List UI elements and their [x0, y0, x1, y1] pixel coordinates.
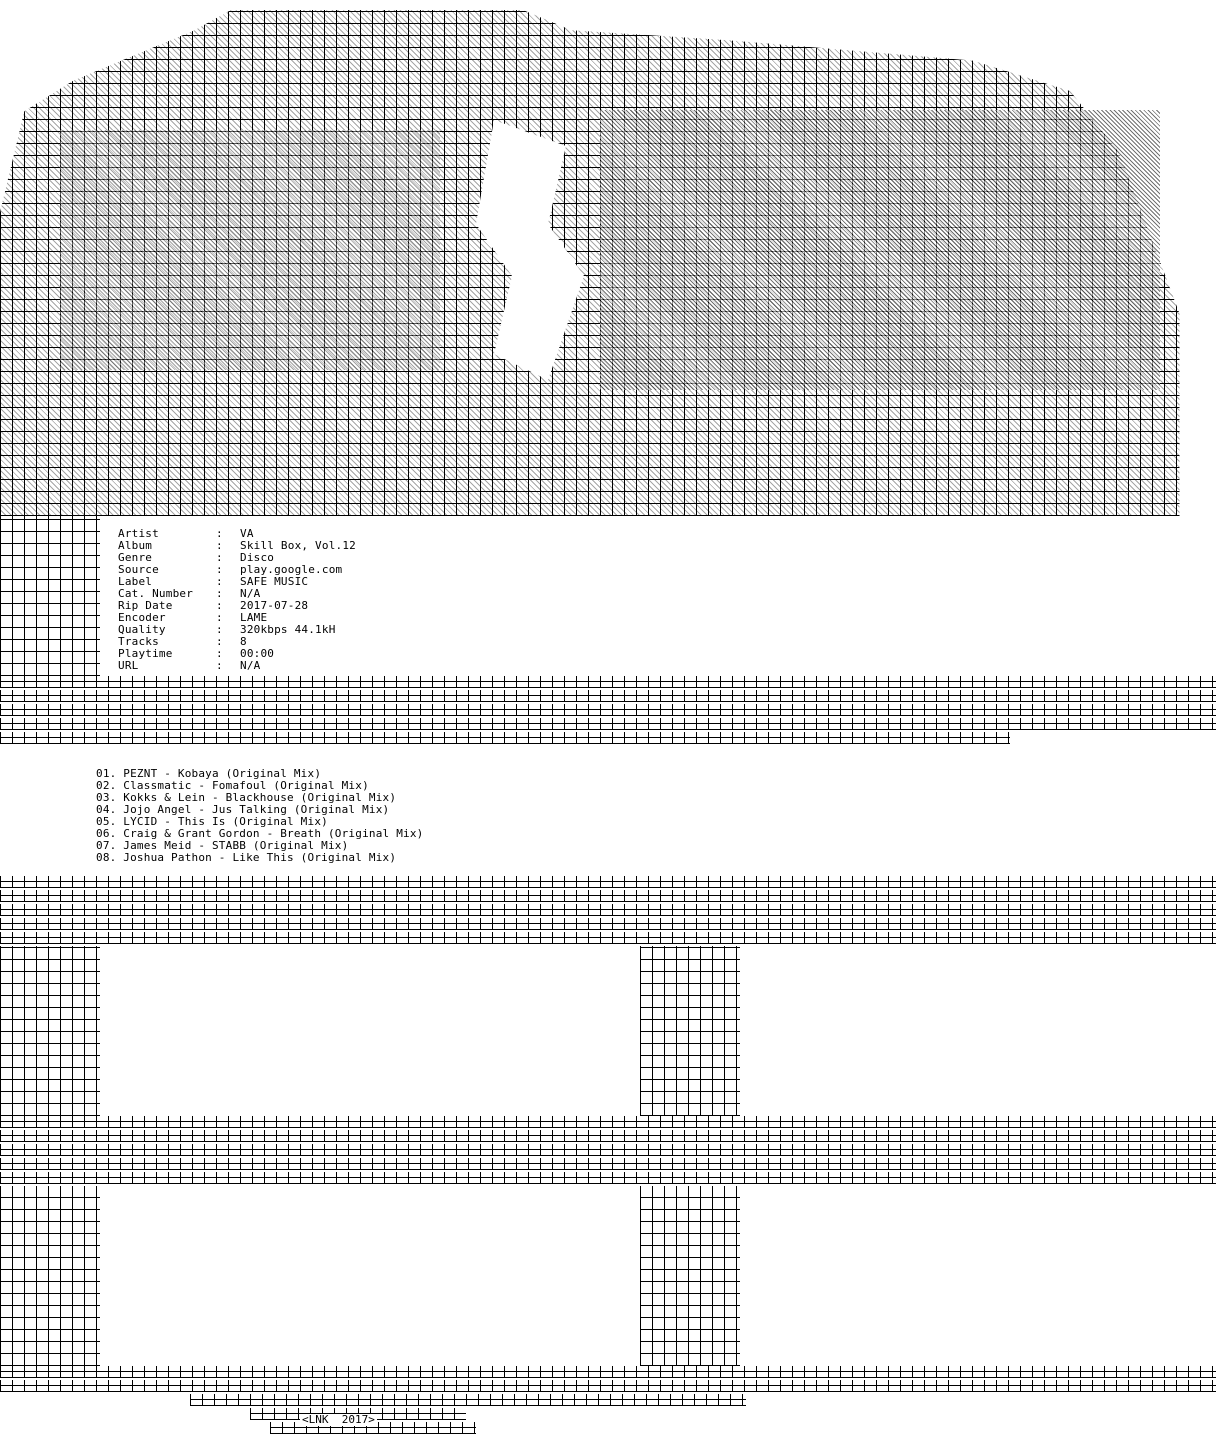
info-value: VA	[240, 527, 254, 540]
info-key: Label	[118, 575, 153, 588]
info-separator: :	[216, 635, 223, 648]
info-frame-left	[0, 516, 100, 676]
footer-signature: <LNK 2017>	[300, 1413, 377, 1426]
info-key: Tracks	[118, 635, 159, 648]
info-row: Album: Skill Box, Vol.12	[118, 540, 356, 552]
info-key: Genre	[118, 551, 153, 564]
info-row: Genre: Disco	[118, 552, 274, 564]
frame-b-top-1	[0, 1116, 1216, 1128]
track-item: 05. LYCID - This Is (Original Mix)	[96, 815, 328, 828]
info-row: Playtime: 00:00	[118, 648, 274, 660]
info-key: Album	[118, 539, 153, 552]
info-row: Label: SAFE MUSIC	[118, 576, 308, 588]
frame-a-top-2	[0, 890, 1216, 902]
info-row: Source: play.google.com	[118, 564, 342, 576]
frame-c-bottom-2	[0, 1380, 1216, 1392]
info-key: Artist	[118, 527, 159, 540]
info-separator: :	[216, 575, 223, 588]
info-value: 320kbps 44.1kH	[240, 623, 336, 636]
frame-b-top-5	[0, 1172, 1216, 1184]
track-item: 04. Jojo Angel - Jus Talking (Original M…	[96, 803, 390, 816]
info-row: Rip Date: 2017-07-28	[118, 600, 308, 612]
info-separator: :	[216, 623, 223, 636]
info-frame-bottom-1	[0, 676, 1216, 688]
info-value: SAFE MUSIC	[240, 575, 309, 588]
info-value: Skill Box, Vol.12	[240, 539, 356, 552]
info-separator: :	[216, 599, 223, 612]
info-separator: :	[216, 563, 223, 576]
frame-a-top-4	[0, 918, 1216, 930]
info-separator: :	[216, 611, 223, 624]
info-separator: :	[216, 587, 223, 600]
info-key: Quality	[118, 623, 166, 636]
frame-b-top-3	[0, 1144, 1216, 1156]
info-frame-bottom-4	[0, 718, 1216, 730]
info-value: 00:00	[240, 647, 275, 660]
info-separator: :	[216, 647, 223, 660]
frame-b-top-4	[0, 1158, 1216, 1170]
info-value: N/A	[240, 587, 261, 600]
frame-b-top-2	[0, 1130, 1216, 1142]
frame-b-left	[0, 1186, 100, 1366]
info-separator: :	[216, 659, 223, 672]
frame-a-left	[0, 946, 100, 1116]
frame-a-top-3	[0, 904, 1216, 916]
track-item: 01. PEZNT - Kobaya (Original Mix)	[96, 767, 322, 780]
info-row: URL: N/A	[118, 660, 260, 672]
ascii-art-shade	[600, 110, 1160, 390]
info-row: Quality: 320kbps 44.1kH	[118, 624, 336, 636]
frame-a-top-1	[0, 876, 1216, 888]
info-frame-bottom-5	[0, 732, 1010, 744]
info-value: LAME	[240, 611, 268, 624]
info-separator: :	[216, 527, 223, 540]
info-value: Disco	[240, 551, 275, 564]
frame-a-top-5	[0, 932, 1216, 944]
info-key: Cat. Number	[118, 587, 194, 600]
ascii-art-shade-left	[60, 130, 440, 370]
info-value: 8	[240, 635, 247, 648]
info-value: play.google.com	[240, 563, 343, 576]
info-separator: :	[216, 551, 223, 564]
info-frame-bottom-2	[0, 690, 1216, 702]
info-row: Cat. Number: N/A	[118, 588, 260, 600]
track-item: 03. Kokks & Lein - Blackhouse (Original …	[96, 791, 397, 804]
info-key: Rip Date	[118, 599, 173, 612]
info-frame-bottom-3	[0, 704, 1216, 716]
info-key: Encoder	[118, 611, 166, 624]
frame-c-bottom-3	[190, 1394, 746, 1406]
info-key: Playtime	[118, 647, 173, 660]
frame-a-middle	[640, 946, 740, 1116]
info-value: 2017-07-28	[240, 599, 309, 612]
info-key: Source	[118, 563, 159, 576]
track-item: 06. Craig & Grant Gordon - Breath (Origi…	[96, 827, 424, 840]
track-item: 02. Classmatic - Fomafoul (Original Mix)	[96, 779, 369, 792]
info-row: Artist: VA	[118, 528, 254, 540]
track-item: 07. James Meid - STABB (Original Mix)	[96, 839, 349, 852]
frame-c-bottom-1	[0, 1366, 1216, 1378]
info-row: Encoder: LAME	[118, 612, 267, 624]
info-value: N/A	[240, 659, 261, 672]
info-row: Tracks: 8	[118, 636, 247, 648]
track-item: 08. Joshua Pathon - Like This (Original …	[96, 851, 397, 864]
info-key: URL	[118, 659, 139, 672]
frame-b-middle	[640, 1186, 740, 1366]
info-separator: :	[216, 539, 223, 552]
